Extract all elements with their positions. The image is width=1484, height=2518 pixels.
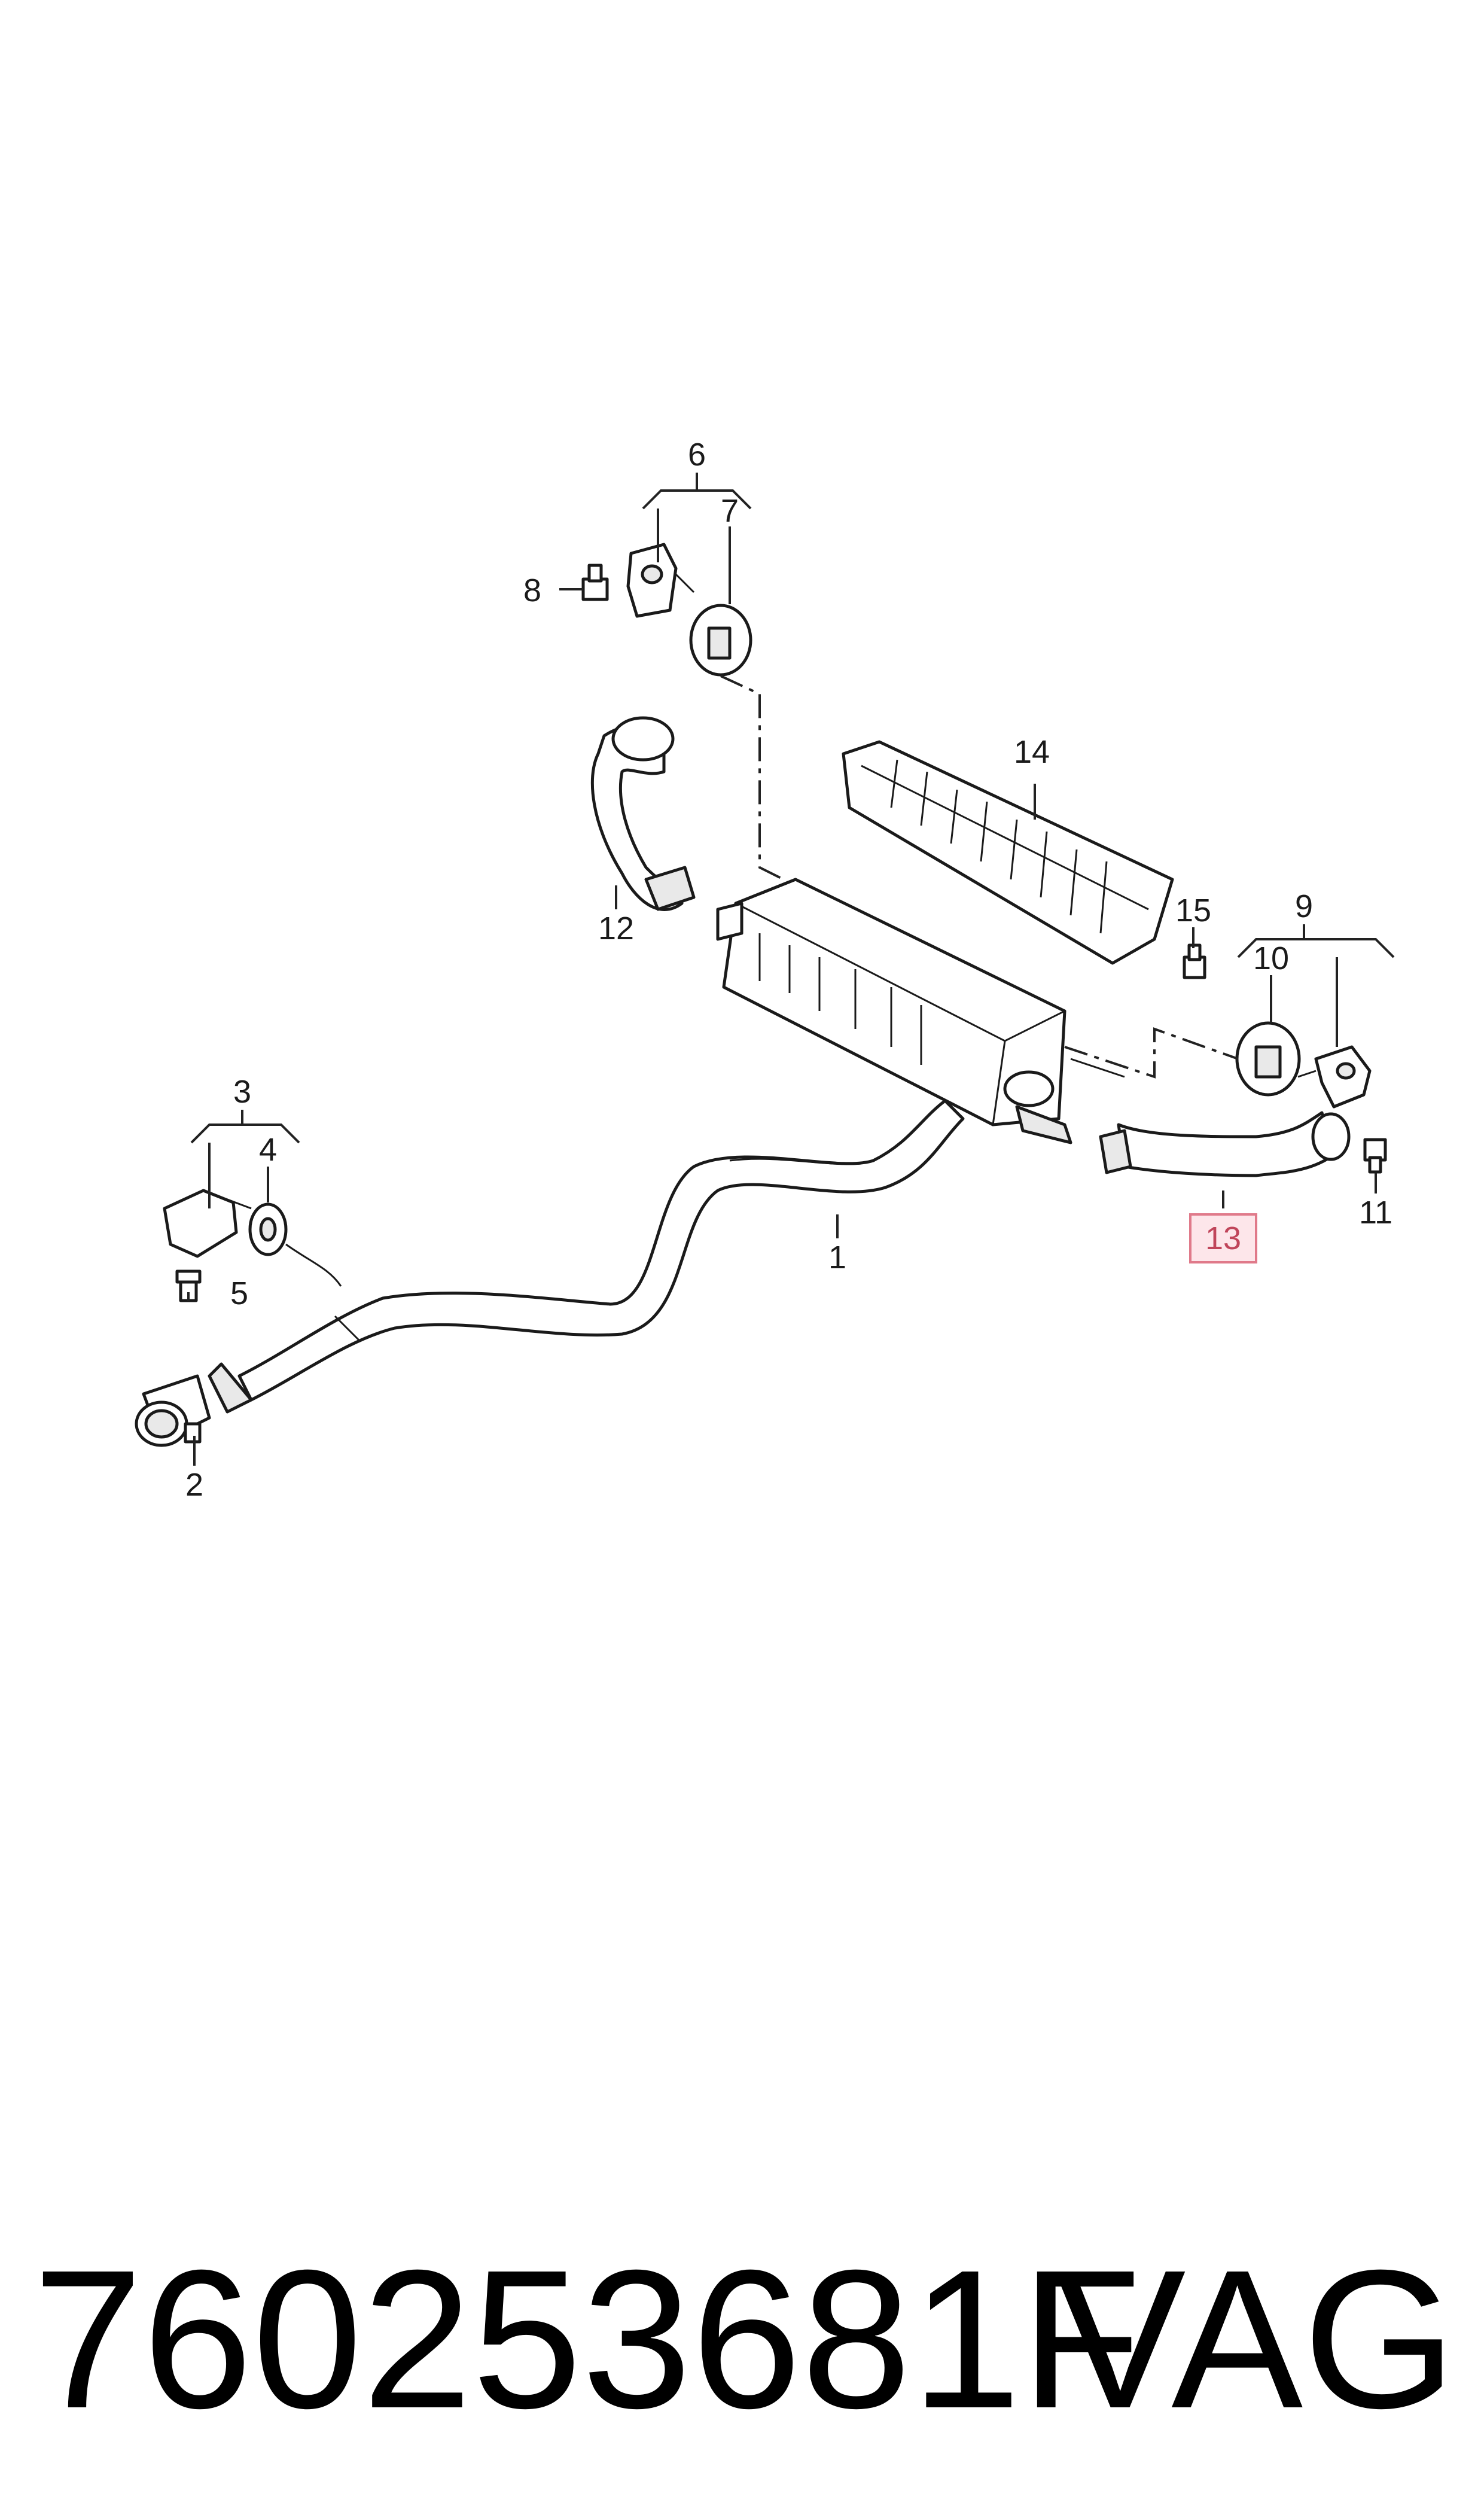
callout-10: 10 [1253,940,1289,976]
callout-13: 13 [1205,1220,1241,1256]
callout-7: 7 [721,493,739,529]
brand-label: VAG [1054,2228,1456,2449]
part-13-tail-pipe [1099,1111,1351,1177]
assembly-line-10 [1064,1027,1239,1079]
callout-8: 8 [523,573,541,608]
callout-13-highlight[interactable]: 13 [1189,1213,1257,1263]
callout-9: 9 [1295,888,1313,924]
part-2-clamp [135,1374,211,1447]
callout-15: 15 [1175,893,1211,928]
part-14-heat-shield [842,740,1174,965]
part-1-exhaust-pipe [208,1099,965,1414]
part-12-tail-pipe [590,716,696,911]
part-number: 760253681F [33,2228,1142,2449]
leader-lines [187,473,1395,1466]
part-15-screw [1183,943,1206,979]
part-11-bolt [1363,1138,1387,1174]
callout-11: 11 [1359,1195,1392,1231]
callout-6: 6 [688,437,706,473]
part-3-bracket [163,1189,252,1258]
callout-13-box [1189,1213,1257,1263]
part-7-rubber-mount [689,604,752,677]
callout-5: 5 [230,1275,248,1311]
part-10-rubber-mount [1235,1021,1301,1097]
assembly-line-7 [720,675,784,881]
footer: 760253681F VAG [33,2225,1456,2453]
callout-1: 1 [828,1240,846,1275]
part-9-hanger-bracket [1297,1045,1372,1109]
part-8-bolt [581,564,609,601]
callout-14: 14 [1014,734,1050,770]
part-4-rubber-mount [248,1202,342,1287]
callout-4: 4 [259,1132,277,1168]
callout-12: 12 [598,911,634,946]
part-1-rear-silencer [716,878,1125,1144]
callout-3: 3 [233,1074,251,1110]
part-6-hanger-bracket [626,543,695,618]
callout-2: 2 [185,1467,203,1503]
